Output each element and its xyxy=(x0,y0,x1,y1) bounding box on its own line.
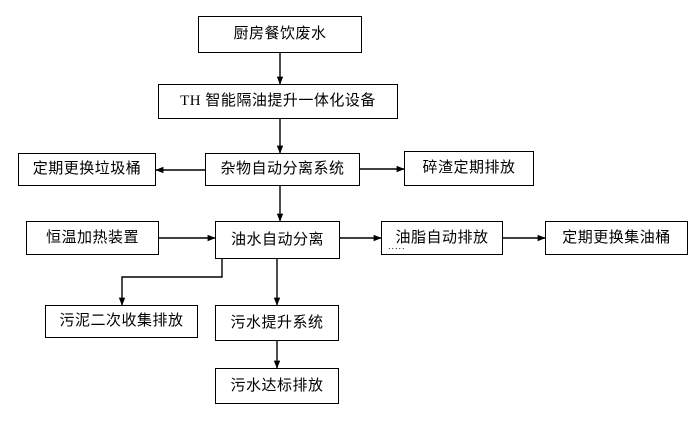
flow-node-n3: 杂物自动分离系统 xyxy=(205,153,360,186)
flow-node-label: 厨房餐饮废水 xyxy=(233,25,327,43)
flow-node-label: 污水提升系统 xyxy=(230,313,324,331)
flow-node-label: 油脂自动排放 xyxy=(395,228,489,246)
flow-node-n2: TH 智能隔油提升一体化设备 xyxy=(158,84,398,119)
flow-node-label: 定期更换集油桶 xyxy=(562,228,671,246)
flow-node-label: TH 智能隔油提升一体化设备 xyxy=(180,93,376,110)
flow-edge-n7-to-n10 xyxy=(118,259,223,306)
flow-node-label: 污水达标排放 xyxy=(230,376,324,394)
flow-node-n8: 油脂自动排放..... xyxy=(381,221,503,255)
flow-node-label: 恒温加热装置 xyxy=(45,228,139,246)
flow-node-label: 污泥二次收集排放 xyxy=(59,312,184,330)
flow-node-label: 油水自动分离 xyxy=(230,230,324,248)
flow-node-label: 定期更换垃圾桶 xyxy=(32,160,142,178)
flow-node-label: 杂物自动分离系统 xyxy=(220,160,345,178)
flow-node-n4: 定期更换垃圾桶 xyxy=(18,153,156,186)
flow-node-n9: 定期更换集油桶 xyxy=(545,221,688,255)
edge-layer xyxy=(118,53,546,369)
emphasis-dots: ..... xyxy=(388,241,406,251)
flow-node-n10: 污泥二次收集排放 xyxy=(45,305,198,338)
flow-node-label: 碎渣定期排放 xyxy=(422,159,516,177)
flow-node-n5: 碎渣定期排放 xyxy=(404,151,534,186)
flow-node-n6: 恒温加热装置 xyxy=(26,221,159,255)
flow-node-n1: 厨房餐饮废水 xyxy=(198,16,362,53)
flow-node-n7: 油水自动分离 xyxy=(215,221,340,259)
flow-node-n12: 污水达标排放 xyxy=(215,368,339,404)
flow-node-n11: 污水提升系统 xyxy=(215,305,339,341)
